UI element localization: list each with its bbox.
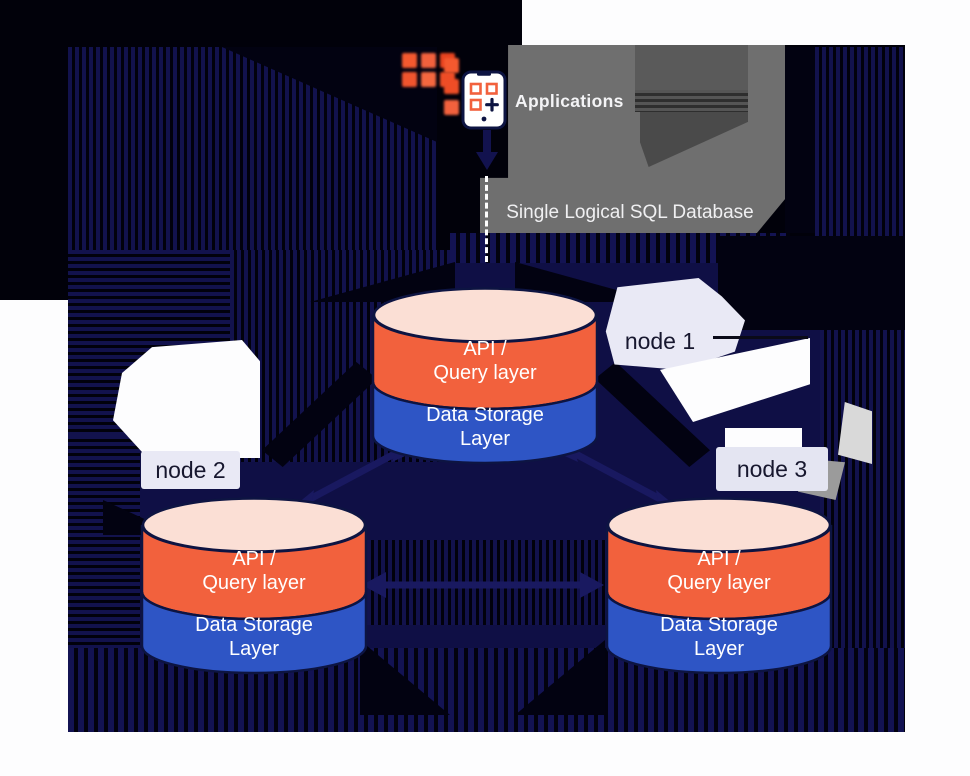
edge-band-left xyxy=(0,300,68,732)
applications-device-icon xyxy=(461,70,507,130)
gray-panel-dark-block xyxy=(635,45,748,90)
ghost-square xyxy=(444,79,459,94)
applications-label: Applications xyxy=(515,91,624,111)
edge-band-bottom xyxy=(0,732,970,776)
blob-node1-line xyxy=(713,336,808,339)
node-3-label: node 3 xyxy=(736,456,808,482)
api-query-layer-label: API / Query layer xyxy=(667,548,771,594)
database-label: Single Logical SQL Database xyxy=(506,202,754,223)
blob-node3-top xyxy=(725,428,802,450)
gray-panel-stripe-band xyxy=(635,90,748,112)
ghost-square xyxy=(402,72,417,87)
cylinder-shape xyxy=(605,497,833,675)
ghost-square xyxy=(421,53,436,68)
cylinder-shape xyxy=(371,287,599,465)
ghost-square xyxy=(444,100,459,115)
ghost-square xyxy=(444,58,459,73)
node-2-label: node 2 xyxy=(155,457,226,483)
data-storage-layer-label: Data Storage Layer xyxy=(660,614,778,660)
api-query-layer-label: API / Query layer xyxy=(433,338,537,384)
api-query-layer-label: API / Query layer xyxy=(202,548,306,594)
ghost-square xyxy=(402,53,417,68)
node-3-cylinder: API / Query layer Data Storage Layer xyxy=(605,497,833,675)
glitch-stripes-topright xyxy=(815,47,905,250)
glitch-gap-topright xyxy=(785,47,815,233)
dashed-connector xyxy=(485,176,488,262)
edge-band-top-right xyxy=(522,0,970,45)
data-storage-layer-label: Data Storage Layer xyxy=(426,404,544,450)
node-2-tag: node 2 xyxy=(141,451,240,489)
node-1-label: node 1 xyxy=(624,328,696,354)
app-ghost-squares-side xyxy=(444,58,462,134)
blob-node2 xyxy=(113,340,260,458)
device-notch xyxy=(477,72,491,76)
blob-node3-gray xyxy=(838,402,872,464)
plus-icon xyxy=(485,97,499,112)
node-2-cylinder: API / Query layer Data Storage Layer xyxy=(140,497,368,675)
ghost-square xyxy=(421,72,436,87)
node-3-tag: node 3 xyxy=(716,447,828,491)
down-arrow-icon xyxy=(476,130,498,170)
cylinder-shape xyxy=(140,497,368,675)
data-storage-layer-label: Data Storage Layer xyxy=(195,614,313,660)
glitch-black-right-of-node1 xyxy=(718,236,905,330)
edge-band-right xyxy=(905,0,970,776)
node-1-cylinder: API / Query layer Data Storage Layer xyxy=(371,287,599,465)
